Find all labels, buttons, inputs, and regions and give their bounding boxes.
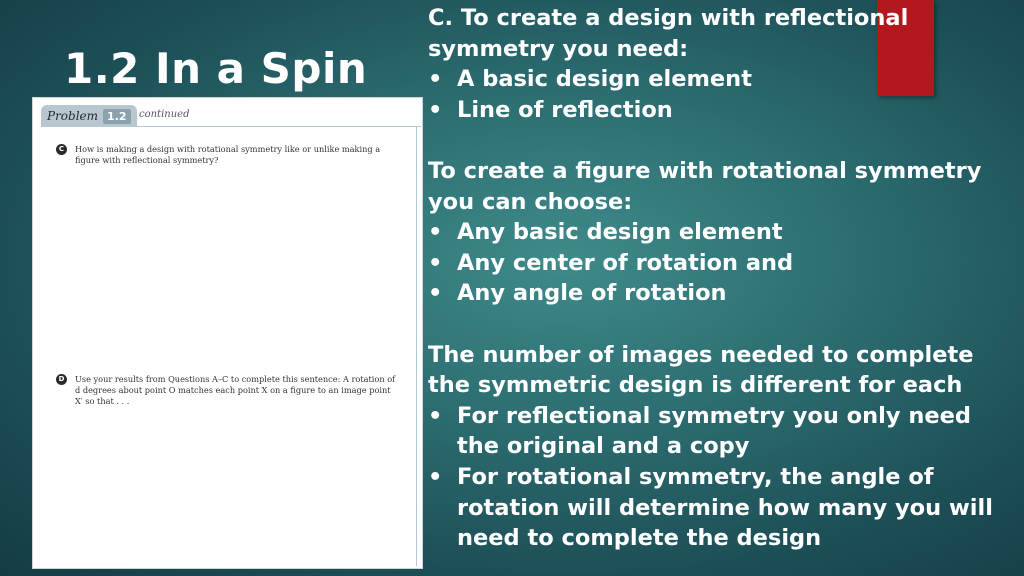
textbook-excerpt-image: Problem 1.2 continued C How is making a … — [32, 97, 423, 569]
bullet-glyph: • — [428, 219, 443, 246]
question-c: C How is making a design with rotational… — [56, 144, 397, 166]
list-item: • For reflectional symmetry you only need… — [428, 401, 1018, 462]
list-item: • A basic design element — [428, 64, 1018, 95]
bullet-glyph: • — [428, 280, 443, 307]
question-d-letter: D — [56, 374, 67, 385]
list-item-text: For rotational symmetry, the angle of ro… — [457, 463, 993, 552]
spacer — [428, 125, 1018, 156]
header-rule — [41, 126, 421, 127]
side-rule — [416, 126, 417, 566]
list-item-text: Any basic design element — [457, 219, 783, 246]
red-accent-bar — [877, 0, 934, 96]
bullet-glyph: • — [428, 96, 443, 123]
rotation-list: • Any basic design element • Any center of… — [428, 217, 1018, 309]
reflection-list: • A basic design element • Line of reflect… — [428, 64, 1018, 125]
bullet-glyph: • — [428, 463, 443, 490]
images-list: • For reflectional symmetry you only need… — [428, 401, 1018, 554]
question-c-text: How is making a design with rotational s… — [75, 144, 381, 165]
list-item-text: Any angle of rotation — [457, 280, 727, 307]
bullet-glyph: • — [428, 249, 443, 276]
list-item: • For rotational symmetry, the angle of r… — [428, 462, 1018, 554]
rotation-heading: To create a figure with rotational symme… — [428, 157, 982, 215]
list-item-text: Line of reflection — [457, 96, 673, 123]
continued-label: continued — [139, 109, 190, 120]
problem-number: 1.2 — [103, 108, 131, 124]
problem-tab-label: Problem — [47, 109, 99, 123]
question-d-text: Use your results from Questions A–C to c… — [75, 374, 396, 406]
list-item: • Line of reflection — [428, 95, 1018, 126]
problem-tab: Problem 1.2 — [41, 105, 137, 127]
list-item-text: A basic design element — [457, 66, 752, 93]
spacer — [428, 309, 1018, 340]
images-heading: The number of images needed to complete … — [428, 341, 974, 399]
main-text-block: C. To create a design with reflectional … — [428, 3, 1018, 554]
slide-title: 1.2 In a Spin — [64, 44, 368, 93]
question-c-letter: C — [56, 144, 67, 155]
list-item-text: Any center of rotation and — [457, 249, 794, 276]
list-item: • Any center of rotation and — [428, 248, 1018, 279]
list-item-text: For reflectional symmetry you only need … — [457, 402, 972, 460]
list-item: • Any basic design element — [428, 217, 1018, 248]
bullet-glyph: • — [428, 402, 443, 429]
problem-header: Problem 1.2 continued — [33, 98, 422, 128]
bullet-glyph: • — [428, 66, 443, 93]
reflection-heading: C. To create a design with reflectional … — [428, 5, 909, 62]
question-d: D Use your results from Questions A–C to… — [56, 374, 397, 407]
list-item: • Any angle of rotation — [428, 278, 1018, 309]
